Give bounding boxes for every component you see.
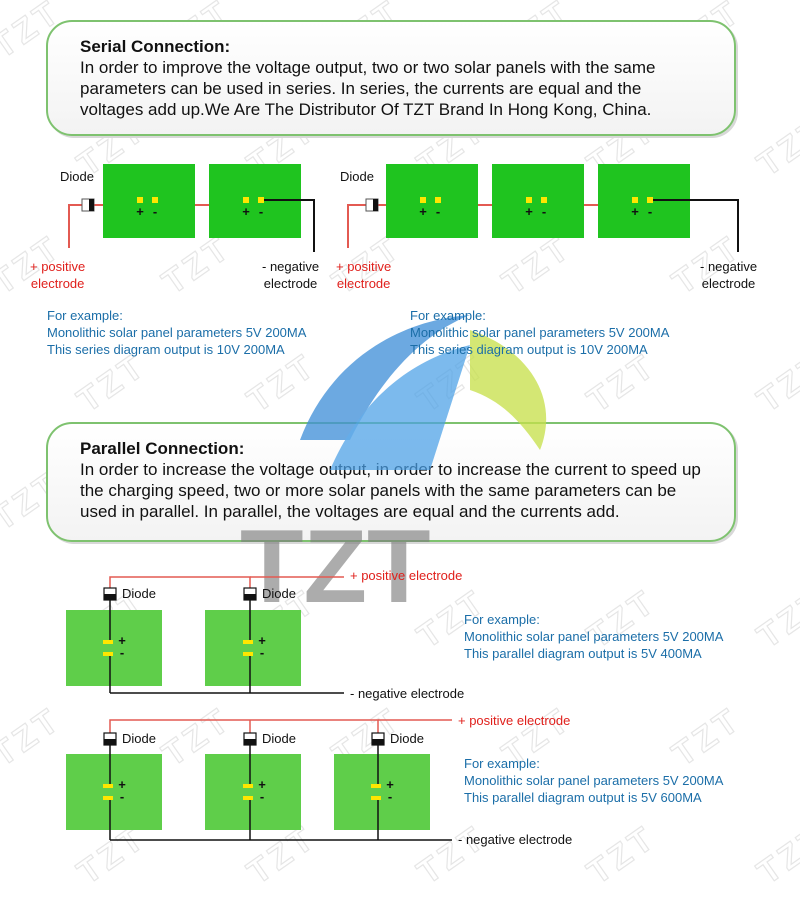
positive-electrode-label: + positive electrode xyxy=(336,259,392,291)
serial-heading: Serial Connection: xyxy=(80,37,231,56)
terminal-pad xyxy=(243,796,253,800)
solar-panel xyxy=(386,164,478,238)
serial-diagram-two-panels xyxy=(68,164,315,252)
solar-panel xyxy=(334,754,430,830)
tzt-logo-watermark: TZT xyxy=(240,315,547,625)
terminal-minus-mark: - xyxy=(648,204,652,219)
terminal-pad xyxy=(371,784,381,788)
diode-label: Diode xyxy=(122,586,156,601)
parallel-diagram-two-panels xyxy=(66,576,344,694)
solar-panel xyxy=(205,754,301,830)
terminal-pad xyxy=(137,197,143,203)
terminal-pad xyxy=(243,197,249,203)
terminal-pad xyxy=(103,652,113,656)
parallel-diagram-three-panels xyxy=(66,719,452,841)
terminal-plus-mark: + xyxy=(525,204,533,219)
panel-terminals: +-+-+-+-+-+-+-+-+-+- xyxy=(103,197,653,804)
positive-electrode-label: + positive electrode xyxy=(30,259,86,291)
diode-label: Diode xyxy=(340,169,374,184)
terminal-pad xyxy=(103,640,113,644)
terminal-pad xyxy=(420,197,426,203)
tzt-logo-text: TZT xyxy=(240,509,431,625)
solar-panel xyxy=(492,164,584,238)
terminal-minus-mark: - xyxy=(153,204,157,219)
parallel-description: In order to increase the voltage output,… xyxy=(80,460,701,521)
terminal-plus-mark: + xyxy=(136,204,144,219)
terminal-plus-mark: + xyxy=(242,204,250,219)
terminal-pad xyxy=(541,197,547,203)
terminal-minus-mark: - xyxy=(120,645,124,660)
serial-connection-callout: Serial Connection: In order to improve t… xyxy=(46,20,736,136)
terminal-pad xyxy=(526,197,532,203)
solar-panel xyxy=(205,610,301,686)
terminal-minus-mark: - xyxy=(259,204,263,219)
parallel-heading: Parallel Connection: xyxy=(80,439,245,458)
diode-label: Diode xyxy=(390,731,424,746)
serial-diagram-three-panels xyxy=(347,164,739,252)
diode-label: Diode xyxy=(262,731,296,746)
terminal-plus-mark: + xyxy=(258,777,266,792)
negative-wire xyxy=(652,199,739,252)
solar-panel xyxy=(66,610,162,686)
diode-label: Diode xyxy=(122,731,156,746)
terminal-plus-mark: + xyxy=(386,777,394,792)
terminal-minus-mark: - xyxy=(388,789,392,804)
negative-electrode-label: - negative electrode xyxy=(350,686,465,701)
diode-band xyxy=(89,199,94,211)
terminal-plus-mark: + xyxy=(419,204,427,219)
solar-panel xyxy=(103,164,195,238)
terminal-pad xyxy=(103,784,113,788)
terminal-pad xyxy=(258,197,264,203)
parallel-example-note: For example: Monolithic solar panel para… xyxy=(464,756,724,805)
diode-band xyxy=(373,199,378,211)
solar-panel xyxy=(66,754,162,830)
terminal-pad xyxy=(632,197,638,203)
positive-bus-wire xyxy=(109,576,251,588)
diode-label: Diode xyxy=(262,586,296,601)
serial-example-note: For example: Monolithic solar panel para… xyxy=(410,308,670,357)
terminal-pad xyxy=(435,197,441,203)
positive-electrode-label: + positive electrode xyxy=(350,568,463,583)
terminal-minus-mark: - xyxy=(436,204,440,219)
terminal-pad xyxy=(243,640,253,644)
negative-electrode-label: - negative electrode xyxy=(700,259,758,291)
negative-wire xyxy=(262,199,315,252)
terminal-minus-mark: - xyxy=(260,645,264,660)
terminal-plus-mark: + xyxy=(631,204,639,219)
parallel-connection-callout: Parallel Connection: In order to increas… xyxy=(46,422,736,542)
terminal-minus-mark: - xyxy=(542,204,546,219)
positive-wire xyxy=(68,204,82,248)
negative-electrode-label: - negative electrode xyxy=(262,259,320,291)
terminal-pad xyxy=(243,784,253,788)
positive-wire xyxy=(347,204,366,248)
serial-description: In order to improve the voltage output, … xyxy=(80,58,656,119)
terminal-pad xyxy=(152,197,158,203)
positive-electrode-label: + positive electrode xyxy=(458,713,571,728)
terminal-plus-mark: + xyxy=(258,633,266,648)
positive-bus-wire xyxy=(109,719,379,733)
diode-label: Diode xyxy=(60,169,94,184)
serial-example-note: For example: Monolithic solar panel para… xyxy=(47,308,307,357)
terminal-pad xyxy=(371,796,381,800)
terminal-pad xyxy=(243,652,253,656)
terminal-plus-mark: + xyxy=(118,777,126,792)
terminal-pad xyxy=(103,796,113,800)
terminal-pad xyxy=(647,197,653,203)
negative-electrode-label: - negative electrode xyxy=(458,832,573,847)
terminal-minus-mark: - xyxy=(260,789,264,804)
parallel-example-note: For example: Monolithic solar panel para… xyxy=(464,612,724,661)
terminal-plus-mark: + xyxy=(118,633,126,648)
terminal-minus-mark: - xyxy=(120,789,124,804)
